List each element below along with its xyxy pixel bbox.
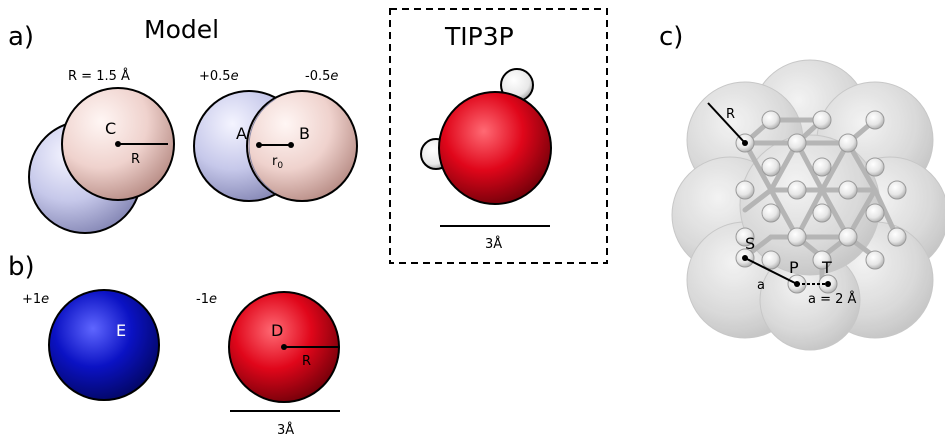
site-t-label: T — [821, 258, 832, 277]
charge-e-label: +1e — [22, 292, 49, 307]
panel-c-label: c) — [659, 22, 683, 52]
panel-a-label: a) — [8, 22, 34, 52]
site-b-dot — [288, 142, 294, 148]
cluster-radius-label: R — [726, 107, 735, 122]
panel-b-label: b) — [8, 252, 35, 282]
site-a-dot — [256, 142, 262, 148]
charge-minus-label: -0.5e — [305, 69, 338, 84]
tip3p-molecule — [420, 68, 552, 205]
site-e-label: E — [116, 321, 126, 340]
spacing-label: a = 2 Å — [808, 291, 857, 307]
r0-label: r0 — [272, 154, 283, 171]
site-c-dot — [115, 141, 121, 147]
site-p-label: P — [789, 258, 799, 277]
two-site-model-left: C R — [28, 87, 175, 234]
nanoparticle-cluster: R S P T a a = 2 Å — [671, 59, 945, 351]
cluster-center-dot — [742, 140, 748, 146]
sphere-seam — [248, 98, 276, 194]
tip3p-scale-label: 3Å — [485, 236, 502, 252]
site-s-dot — [742, 255, 748, 261]
site-p-dot — [794, 281, 800, 287]
radius-d-label: R — [302, 354, 311, 369]
site-d-label: D — [271, 321, 283, 340]
site-b-label: B — [299, 124, 310, 143]
tip3p-box — [389, 8, 608, 264]
tip3p-title: TIP3P — [444, 22, 514, 51]
site-c-label: C — [105, 119, 116, 138]
lattice-beads — [735, 110, 907, 294]
sp-distance-label: a — [757, 278, 765, 293]
charge-d-label: -1e — [196, 292, 217, 307]
panel-a-title: Model — [144, 15, 219, 44]
ion-e: E — [48, 289, 160, 401]
sphere-e — [48, 289, 160, 401]
site-a-label: A — [236, 124, 247, 143]
cluster-radius-line — [707, 102, 746, 144]
ion-d: D R — [228, 291, 340, 403]
two-site-model-right: A B r0 — [193, 90, 358, 202]
site-s-label: S — [745, 234, 755, 253]
site-t-dot — [825, 281, 831, 287]
ion-scale-label: 3Å — [277, 422, 294, 436]
radius-label: R — [131, 152, 140, 167]
charge-plus-label: +0.5e — [199, 69, 239, 84]
oxygen-sphere — [438, 91, 552, 205]
sp-distance-line — [744, 257, 798, 285]
left-molecule-caption: R = 1.5 Å — [68, 68, 130, 84]
sphere-b — [246, 90, 358, 202]
site-d-dot — [281, 344, 287, 350]
